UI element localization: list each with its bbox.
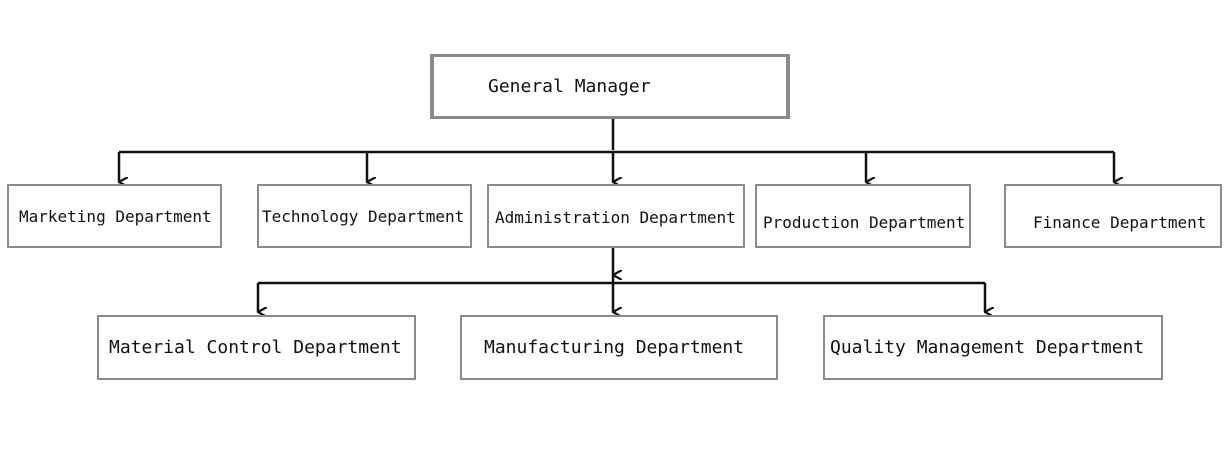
finance-department-box: Finance Department [1004, 184, 1222, 248]
marketing-department-box: Marketing Department [7, 184, 222, 248]
production-department-box: Production Department [755, 184, 971, 248]
quality-management-department-box: Quality Management Department [823, 315, 1163, 380]
general-manager-box: General Manager [430, 54, 790, 119]
manufacturing-department-box: Manufacturing Department [460, 315, 778, 380]
department-label: Finance Department [1033, 213, 1207, 232]
general-manager-label: General Manager [488, 76, 651, 97]
material-control-department-box: Material Control Department [97, 315, 416, 380]
department-label: Administration Department [495, 208, 736, 227]
department-label: Marketing Department [19, 206, 212, 226]
sub-department-label: Material Control Department [109, 337, 402, 358]
department-label: Production Department [763, 213, 966, 232]
sub-department-label: Quality Management Department [830, 337, 1145, 358]
department-label: Technology Department [262, 206, 465, 226]
sub-department-label: Manufacturing Department [484, 337, 745, 358]
technology-department-box: Technology Department [257, 184, 472, 248]
administration-department-box: Administration Department [487, 184, 745, 248]
